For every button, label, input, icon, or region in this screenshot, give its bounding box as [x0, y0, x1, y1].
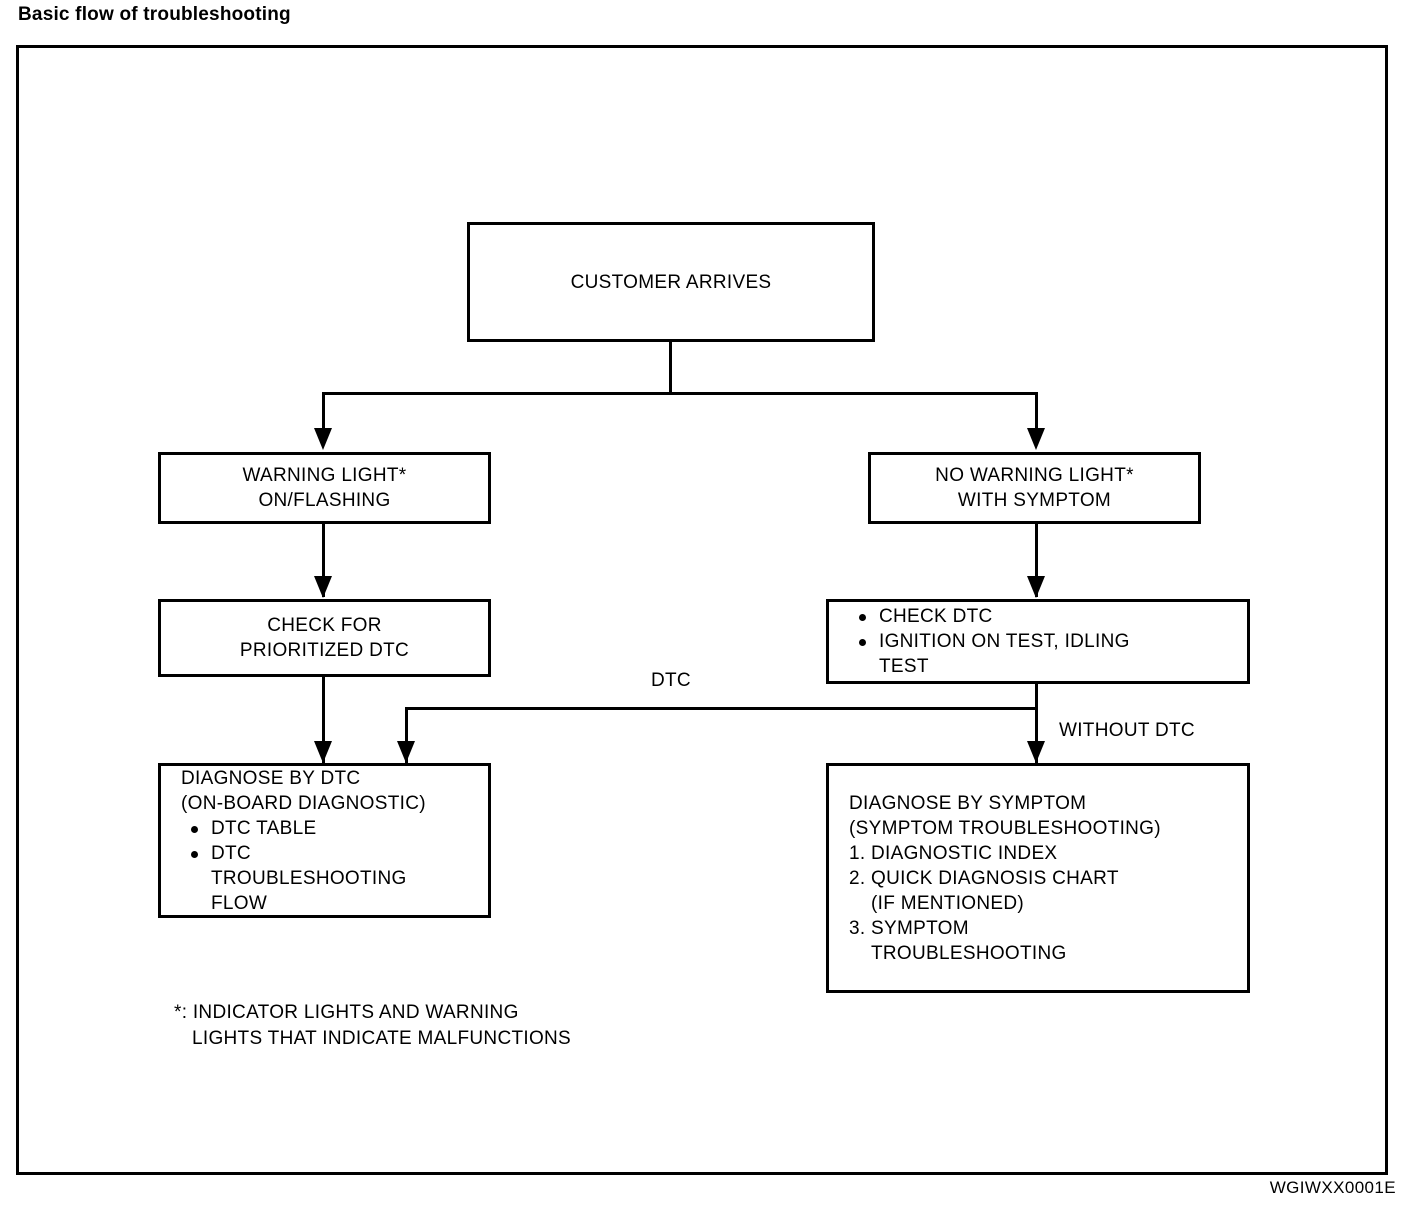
connector-check-to-diagnose-dtc: [322, 677, 325, 763]
node-warning-light-line-1: WARNING LIGHT*: [242, 465, 407, 486]
node-diagnose-by-symptom-item-5: TROUBLESHOOTING: [871, 942, 1067, 964]
node-no-warning-light-line-1: NO WARNING LIGHT*: [935, 465, 1134, 486]
diagram-frame: CUSTOMER ARRIVES WARNING LIGHT* ON/FLASH…: [16, 45, 1388, 1175]
node-diagnose-by-symptom-item-4: 3. SYMPTOM: [849, 917, 969, 939]
arrowhead-to-no-warning-light: [1027, 428, 1045, 450]
node-no-warning-light-line-2: WITH SYMPTOM: [957, 490, 1112, 511]
node-diagnose-by-symptom-heading-1: DIAGNOSE BY SYMPTOM: [849, 792, 1087, 814]
connector-fork-right-drop: [1035, 392, 1038, 431]
footnote: *: INDICATOR LIGHTS AND WARNING LIGHTS T…: [174, 1000, 571, 1052]
edge-label-dtc: DTC: [651, 670, 691, 691]
arrowhead-to-diagnose-by-dtc-right: [397, 741, 415, 763]
footnote-line-2: LIGHTS THAT INDICATE MALFUNCTIONS: [192, 1028, 572, 1049]
node-diagnose-by-dtc-bullet-1: DTC TABLE: [181, 816, 316, 841]
connector-nowarning-to-checkdtc: [1035, 524, 1038, 597]
reference-code: WGIWXX0001E: [1269, 1178, 1396, 1197]
node-check-dtc-tests: CHECK DTC IGNITION ON TEST, IDLING TEST: [826, 599, 1250, 684]
connector-checkdtc-down: [1035, 684, 1038, 770]
node-diagnose-by-symptom-item-3: (IF MENTIONED): [871, 892, 1025, 914]
node-diagnose-by-dtc-heading-1: DIAGNOSE BY DTC: [181, 767, 361, 789]
connector-dtc-branch-drop: [405, 707, 408, 763]
node-diagnose-by-symptom-item-2: 2. QUICK DIAGNOSIS CHART: [849, 867, 1119, 889]
arrowhead-to-check-prioritized-dtc: [314, 576, 332, 598]
node-diagnose-by-dtc-heading-2: (ON-BOARD DIAGNOSTIC): [181, 792, 426, 814]
node-diagnose-by-symptom: DIAGNOSE BY SYMPTOM (SYMPTOM TROUBLESHOO…: [826, 763, 1250, 993]
arrowhead-to-warning-light: [314, 428, 332, 450]
node-check-prioritized-dtc-line-1: CHECK FOR: [267, 615, 382, 636]
edge-label-without-dtc: WITHOUT DTC: [1059, 720, 1195, 741]
node-diagnose-by-dtc-continuation-1: TROUBLESHOOTING: [211, 867, 407, 889]
node-check-dtc-tests-bullet-2: IGNITION ON TEST, IDLING: [849, 629, 1130, 654]
page-title: Basic flow of troubleshooting: [18, 4, 291, 25]
connector-fork-bar: [322, 392, 1038, 395]
connector-dtc-branch-horizontal: [405, 707, 1038, 710]
node-diagnose-by-symptom-item-1: 1. DIAGNOSTIC INDEX: [849, 842, 1058, 864]
node-check-prioritized-dtc-line-2: PRIORITIZED DTC: [239, 640, 410, 661]
arrowhead-to-diagnose-by-dtc-left: [314, 741, 332, 763]
node-customer-arrives: CUSTOMER ARRIVES: [467, 222, 875, 342]
node-diagnose-by-dtc-bullet-2: DTC: [181, 841, 251, 866]
node-warning-light: WARNING LIGHT* ON/FLASHING: [158, 452, 491, 524]
connector-warning-to-check: [322, 524, 325, 597]
node-diagnose-by-dtc-continuation-2: FLOW: [211, 892, 268, 914]
node-customer-arrives-line-1: CUSTOMER ARRIVES: [570, 271, 772, 293]
connector-fork-left-drop: [322, 392, 325, 431]
connector-customer-stem: [669, 342, 672, 394]
arrowhead-to-diagnose-by-symptom: [1027, 741, 1045, 763]
node-check-dtc-tests-continuation: TEST: [879, 656, 929, 677]
footnote-line-1: *: INDICATOR LIGHTS AND WARNING: [174, 1002, 519, 1023]
node-diagnose-by-symptom-heading-2: (SYMPTOM TROUBLESHOOTING): [849, 817, 1161, 839]
arrowhead-to-check-dtc-tests: [1027, 576, 1045, 598]
node-warning-light-line-2: ON/FLASHING: [258, 490, 391, 511]
node-check-dtc-tests-bullet-1: CHECK DTC: [849, 604, 993, 629]
node-diagnose-by-dtc: DIAGNOSE BY DTC (ON-BOARD DIAGNOSTIC) DT…: [158, 763, 491, 918]
node-no-warning-light: NO WARNING LIGHT* WITH SYMPTOM: [868, 452, 1201, 524]
node-check-prioritized-dtc: CHECK FOR PRIORITIZED DTC: [158, 599, 491, 677]
